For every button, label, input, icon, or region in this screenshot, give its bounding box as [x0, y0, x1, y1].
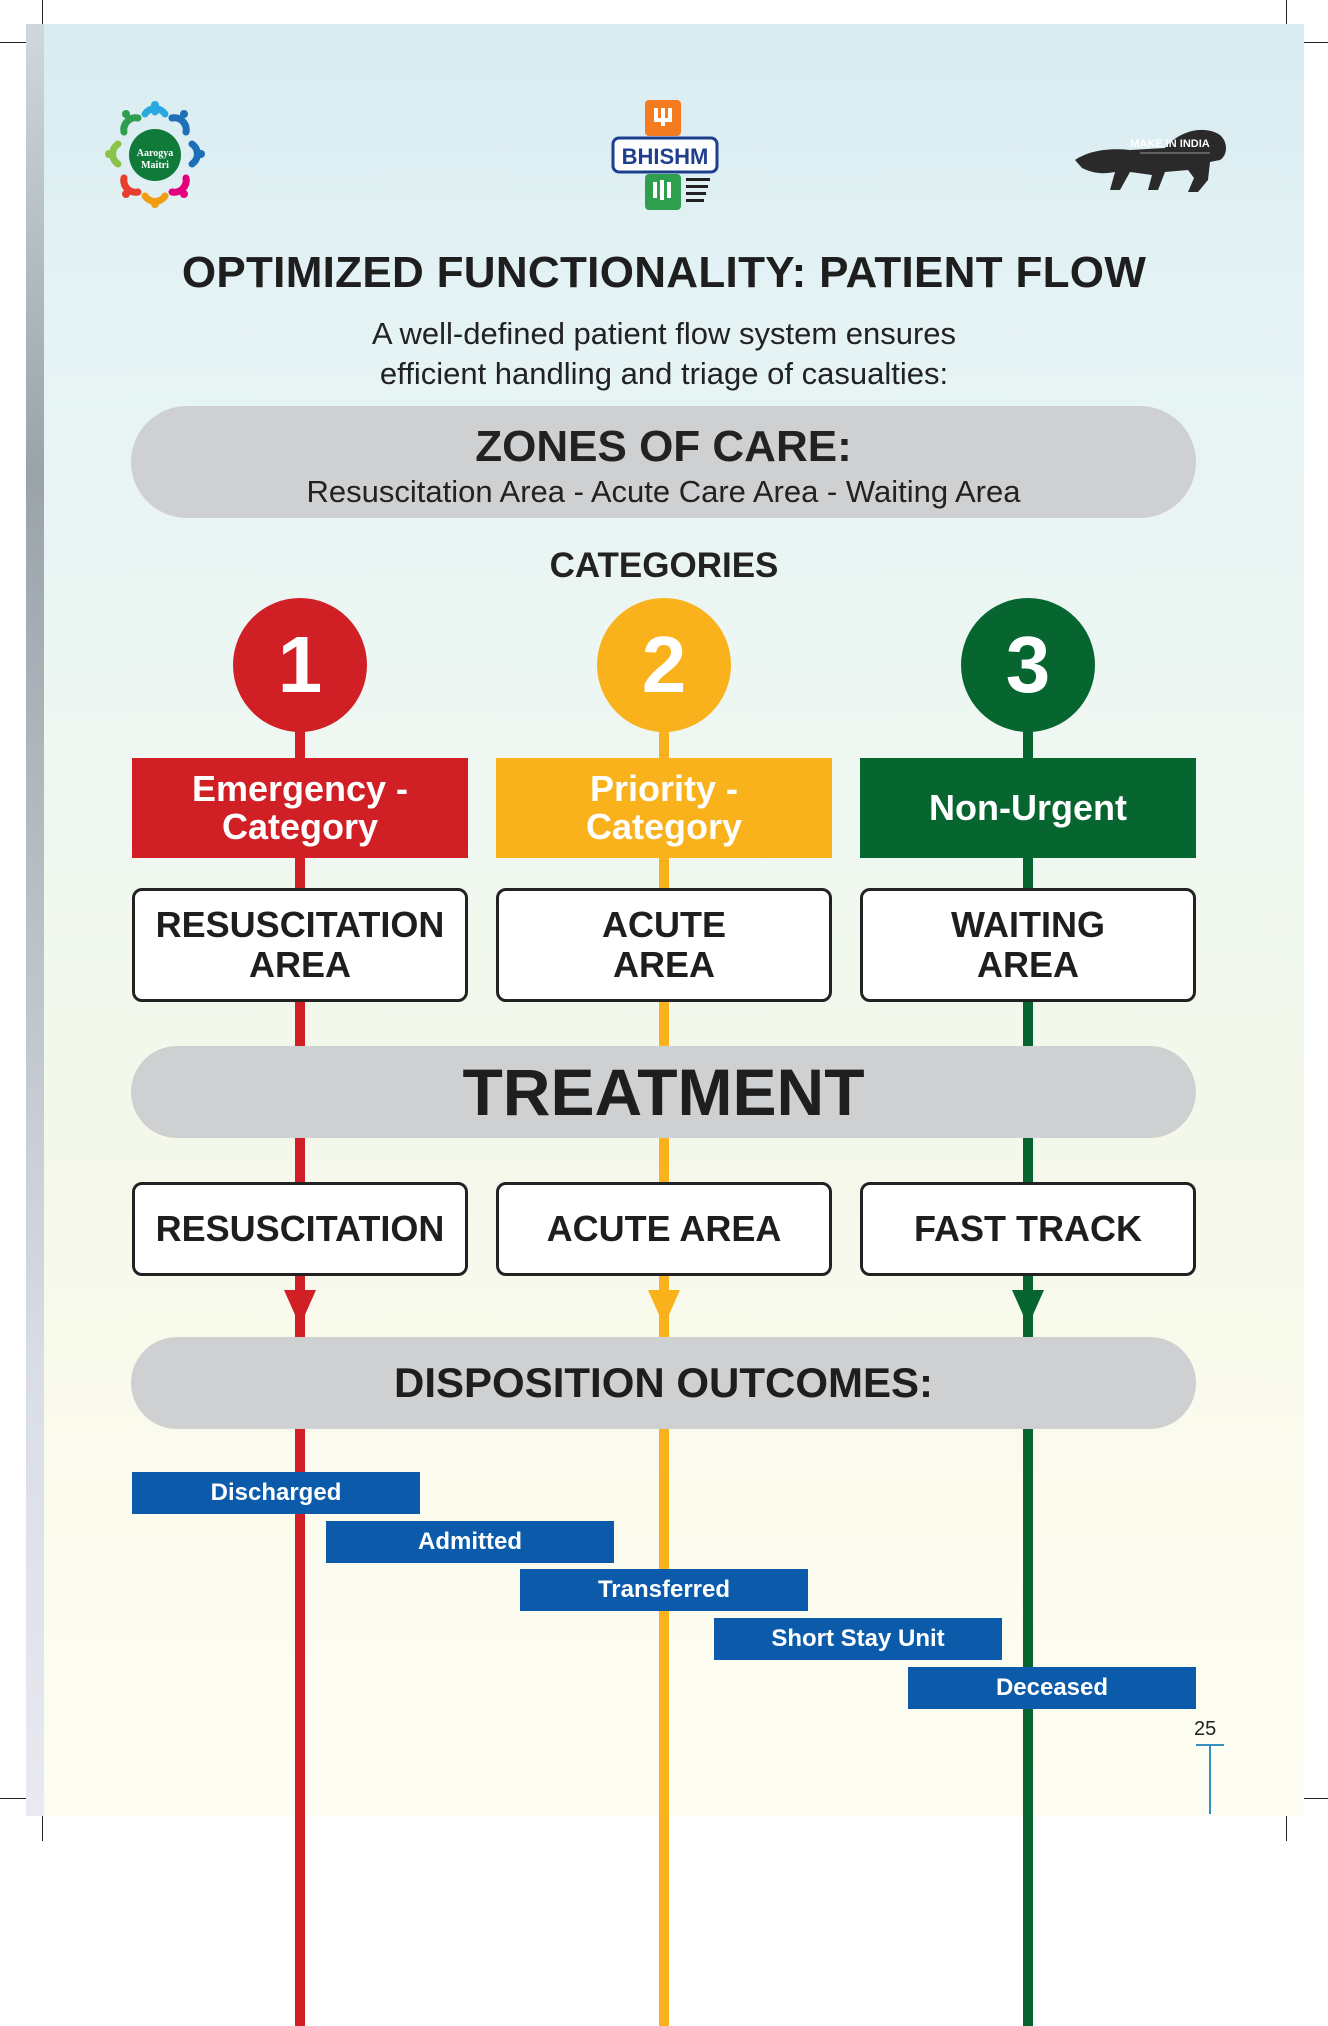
categories-label: CATEGORIES	[549, 546, 779, 585]
zone-box-3-line1: WAITING	[951, 904, 1105, 945]
side-strip	[26, 24, 44, 1816]
crop-mark	[42, 1815, 43, 1841]
outcome-discharged: Discharged	[132, 1472, 420, 1514]
crop-mark	[42, 0, 43, 26]
category-3-circle: 3	[961, 598, 1095, 732]
category-3-box: Non-Urgent	[860, 758, 1196, 858]
bhishm-logo: BHISHM	[611, 100, 719, 210]
aarogya-logo-line2: Maitri	[141, 160, 169, 171]
zones-of-care-banner: ZONES OF CARE: Resuscitation Area - Acut…	[131, 406, 1196, 518]
track-box-resuscitation: RESUSCITATION	[132, 1182, 468, 1276]
category-1-circle: 1	[233, 598, 367, 732]
category-3-line1: Non-Urgent	[929, 787, 1127, 828]
category-1-line1: Emergency -	[191, 768, 409, 809]
crop-mark	[1286, 0, 1287, 26]
category-2-box: Priority -Category	[496, 758, 832, 858]
arrow-head-2	[648, 1290, 680, 1326]
track-box-fast-track: FAST TRACK	[860, 1182, 1196, 1276]
bhishm-logo-text: BHISHM	[622, 144, 709, 169]
arrow-head-3	[1012, 1290, 1044, 1326]
crop-mark	[1300, 42, 1328, 43]
make-in-india-text: MAKE IN INDIA	[1130, 138, 1210, 150]
category-2-circle: 2	[597, 598, 731, 732]
crop-mark	[1286, 1815, 1287, 1841]
category-2-line2: Category	[585, 806, 743, 847]
zones-subtitle: Resuscitation Area - Acute Care Area - W…	[306, 474, 1021, 509]
outcome-deceased: Deceased	[908, 1667, 1196, 1709]
zone-box-1-line1: RESUSCITATION	[155, 904, 445, 945]
treatment-heading: TREATMENT	[462, 1055, 865, 1129]
category-2-line1: Priority -	[589, 768, 738, 809]
crop-mark	[0, 42, 28, 43]
zones-heading: ZONES OF CARE:	[475, 422, 852, 471]
disposition-banner: DISPOSITION OUTCOMES:	[131, 1337, 1196, 1429]
page-number: 25	[1194, 1718, 1217, 1740]
page-number-underline	[1196, 1744, 1224, 1746]
track-box-acute-area: ACUTE AREA	[496, 1182, 832, 1276]
treatment-banner: TREATMENT	[131, 1046, 1196, 1138]
outcome-admitted: Admitted	[326, 1521, 614, 1563]
aarogya-maitri-logo: Aarogya Maitri	[105, 101, 205, 208]
make-in-india-lion-logo: MAKE IN INDIA	[1075, 129, 1226, 192]
page-title: OPTIMIZED FUNCTIONALITY: PATIENT FLOW	[181, 248, 1147, 297]
outcome-transferred: Transferred	[520, 1569, 808, 1611]
page-number-rule	[1209, 1746, 1211, 1814]
zone-box-1-line2: AREA	[248, 944, 351, 985]
zone-box-3-line2: AREA	[976, 944, 1079, 985]
category-1-line2: Category	[221, 806, 379, 847]
intro-line-2: efficient handling and triage of casualt…	[379, 356, 949, 391]
outcome-short-stay-unit: Short Stay Unit	[714, 1618, 1002, 1660]
aarogya-logo-line1: Aarogya	[137, 148, 173, 159]
crop-mark	[0, 1798, 28, 1799]
crop-mark	[1300, 1798, 1328, 1799]
intro-line-1: A well-defined patient flow system ensur…	[371, 316, 957, 351]
arrow-head-1	[284, 1290, 316, 1326]
category-1-box: Emergency -Category	[132, 758, 468, 858]
disposition-heading: DISPOSITION OUTCOMES:	[393, 1359, 934, 1406]
zone-box-2-line1: ACUTE	[602, 904, 726, 945]
zone-box-2-line2: AREA	[612, 944, 715, 985]
